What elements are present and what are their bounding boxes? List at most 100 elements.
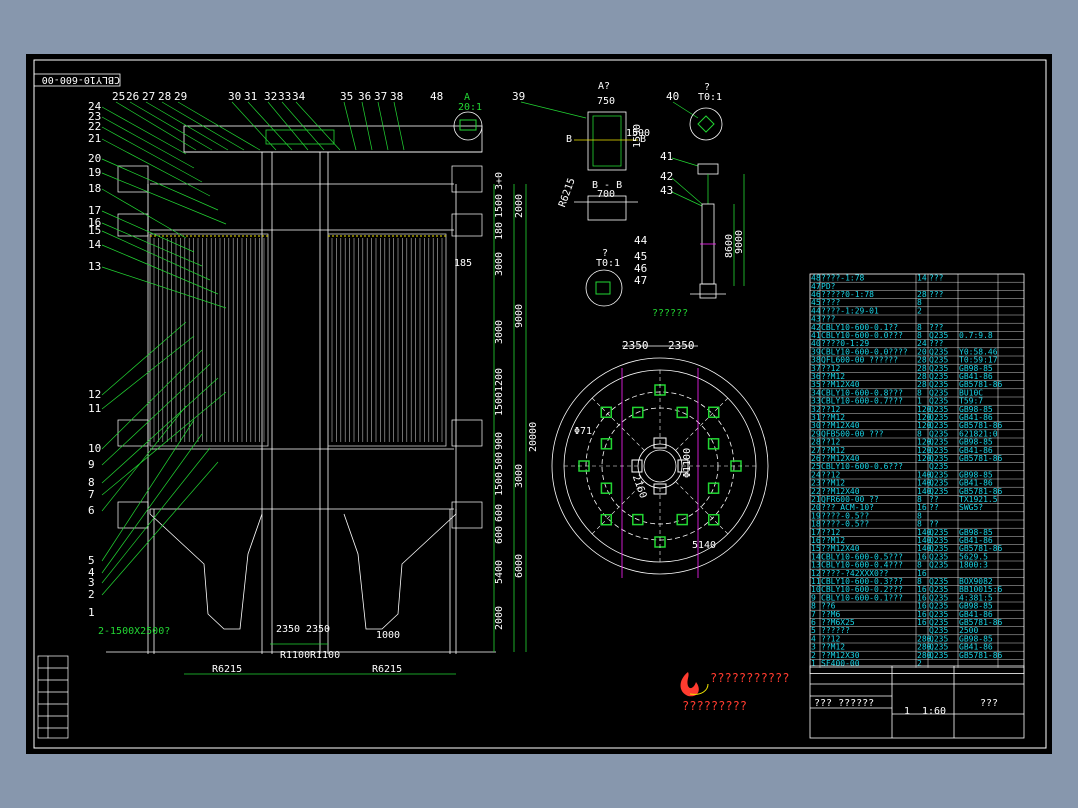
bom-cell: 1800:3	[959, 561, 988, 570]
dim-text: 1500	[494, 392, 505, 416]
bom-cell: 13	[811, 561, 821, 570]
bom-cell: 11	[811, 577, 821, 586]
bom-cell: ??6	[821, 602, 836, 611]
bom-cell: ??? ACM-10?	[821, 503, 874, 512]
bom-cell: GB5781-86	[959, 544, 1003, 553]
bom-cell: 31	[811, 413, 821, 422]
bom-cell: 1	[811, 659, 816, 668]
bom-cell: Q235	[929, 413, 948, 422]
callout-number: 26	[126, 90, 139, 103]
bom-cell: BU10C	[959, 388, 983, 397]
bom-cell: 16	[917, 569, 927, 578]
title-scale: 1:60	[922, 706, 946, 717]
dim-text: 900	[494, 432, 505, 450]
bom-cell: 3	[811, 643, 816, 652]
bom-cell: Q235	[929, 561, 948, 570]
bom-cell: Q235	[929, 643, 948, 652]
bom-cell: 21	[811, 495, 821, 504]
filter-bags	[150, 235, 446, 442]
dim-text: R1100	[310, 650, 340, 661]
platform-box-right	[451, 501, 483, 529]
bom-cell: 15	[811, 544, 821, 553]
leader-line	[177, 101, 261, 151]
bom-cell: 39	[811, 347, 821, 356]
detail-a-scale: 20:1	[458, 102, 482, 113]
bom-cell: 280	[917, 643, 932, 652]
leader-line	[101, 126, 203, 183]
bom-cell: 140	[917, 470, 932, 479]
bom-cell: 46	[811, 290, 821, 299]
dim-text: 20000	[528, 422, 539, 452]
bom-cell: ??M12X40	[821, 380, 860, 389]
bom-cell: GB5781-86	[959, 651, 1003, 660]
bom-cell: 140	[917, 544, 932, 553]
leader-line	[393, 101, 405, 151]
leader-line	[101, 335, 195, 410]
callout-number: 44	[634, 234, 648, 247]
leader-line	[101, 321, 187, 396]
bom-cell: 2	[917, 306, 922, 315]
callout-number: 19	[88, 166, 101, 179]
bom-cell: 17	[811, 528, 821, 537]
bom-cell: ??12	[821, 364, 840, 373]
bom-cell: 280	[917, 651, 932, 660]
bom-cell: 8	[917, 511, 922, 520]
callout-number: 35	[340, 90, 353, 103]
callout-number: 9	[88, 458, 95, 471]
dim-text: 2000	[514, 194, 525, 218]
bom-cell: CBLY10-600-0.3???	[821, 577, 903, 586]
drawing-sheet: CBLY10-600-00	[26, 54, 1052, 754]
callout-number: 28	[158, 90, 171, 103]
bom-cell: 45	[811, 298, 821, 307]
bom-cell: ????-1:78	[821, 274, 865, 283]
leader-line	[101, 447, 211, 584]
leader-line	[101, 230, 211, 281]
rod-view	[690, 163, 745, 299]
bom-cell: Q235	[929, 454, 948, 463]
callout-number: 33	[278, 90, 291, 103]
callout-number: 22	[88, 120, 101, 133]
detail-a-view: A 20:1	[453, 92, 483, 141]
dim-text: 600	[494, 526, 505, 544]
bom-cell: Q235	[929, 552, 948, 561]
bom-cell: 38	[811, 356, 821, 365]
bom-cell: 8	[811, 602, 816, 611]
detail-a2-view	[574, 111, 638, 221]
bom-cell: Q235	[929, 331, 948, 340]
bom-row: 19????-0.5??8	[811, 511, 922, 520]
bom-cell: 23	[811, 479, 821, 488]
bom-cell: ??	[929, 495, 939, 504]
leader-line	[361, 101, 373, 151]
dim-text: 1200	[494, 368, 505, 392]
dim-text: 180	[494, 222, 505, 240]
dim-text: R6215	[372, 664, 402, 675]
bom-cell: ??	[929, 503, 939, 512]
bom-cell: ???	[929, 274, 944, 283]
leader-line	[101, 222, 203, 267]
bom-cell: 28	[917, 372, 927, 381]
bom-cell: 34	[811, 388, 821, 397]
bom-cell: CBLY10-600-0.5???	[821, 552, 903, 561]
bom-cell: Q235	[929, 593, 948, 602]
detail-b-left: B	[566, 134, 572, 145]
bom-cell: 40	[811, 339, 821, 348]
plan-hub-block	[677, 459, 689, 473]
bom-cell: 44	[811, 306, 821, 315]
bom-cell: 120	[917, 413, 932, 422]
bom-cell: 2	[811, 651, 816, 660]
bom-cell: 8	[917, 323, 922, 332]
plan-module	[676, 513, 688, 526]
leader-line	[115, 101, 197, 151]
callout-number: 37	[374, 90, 387, 103]
